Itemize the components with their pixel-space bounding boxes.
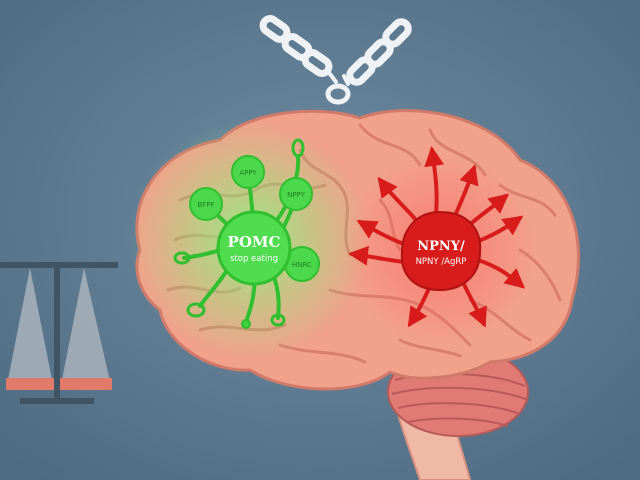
broken-chain-icon xyxy=(259,15,412,105)
pomc-node-bottom-label: HNRC xyxy=(292,261,312,269)
agrp-caption: NPNY /AgRP xyxy=(416,257,467,267)
pomc-node-right: NPPY xyxy=(279,177,313,211)
pomc-node-right-label: NPPY xyxy=(287,191,306,199)
pomc-cell-body: POMC stop eating xyxy=(216,210,292,286)
pomc-node-left-label: BFPF xyxy=(197,201,214,209)
agrp-title: NPNY/ xyxy=(417,239,465,254)
pomc-endings xyxy=(173,138,305,329)
pomc-node-top-label: APPY xyxy=(239,169,257,177)
balance-scale-icon xyxy=(0,262,118,404)
pomc-node-left: BFPF xyxy=(189,187,223,221)
pomc-caption: stop eating xyxy=(230,254,278,264)
agrp-cell-body: NPNY/ NPNY /AgRP xyxy=(400,210,482,292)
pomc-title: POMC xyxy=(228,233,281,251)
pomc-node-top: APPY xyxy=(231,155,265,189)
